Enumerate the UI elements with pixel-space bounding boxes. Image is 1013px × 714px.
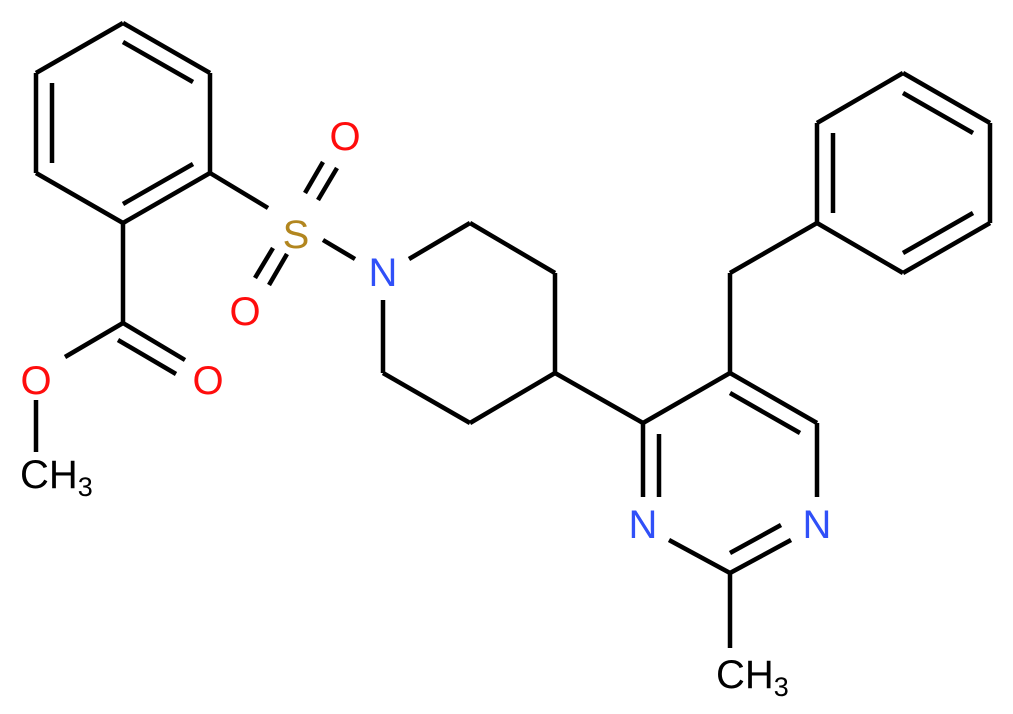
ester-group xyxy=(33,223,187,452)
nitrogen-piperidine-label: N xyxy=(369,251,398,295)
methoxy-carbon-label: CH3 xyxy=(20,453,93,502)
sulfur-label: S xyxy=(283,213,310,257)
methyl-carbon-label: CH3 xyxy=(716,653,789,702)
nitrogen-pyrimidine-3-label: N xyxy=(629,503,658,547)
oxygen-ester-double-label: O xyxy=(192,359,223,403)
pyrimidine-ring xyxy=(640,371,820,648)
benzyl-group xyxy=(727,71,993,373)
nitrogen-pyrimidine-1-label: N xyxy=(803,503,832,547)
oxygen-sulfonyl-bottom-label: O xyxy=(229,290,260,334)
benzoate-ring xyxy=(33,21,213,225)
oxygen-sulfonyl-top-label: O xyxy=(329,115,360,159)
piperidine-ring xyxy=(380,221,645,425)
sulfonyl-group xyxy=(208,160,357,287)
oxygen-ester-single-label: O xyxy=(20,359,51,403)
